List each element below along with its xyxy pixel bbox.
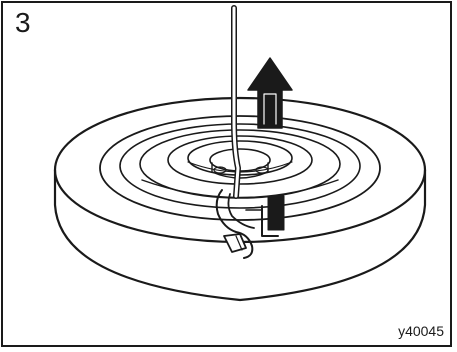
hook-icon bbox=[217, 190, 284, 258]
up-arrow-icon bbox=[248, 58, 292, 128]
tire-icon bbox=[55, 98, 425, 300]
cable-icon bbox=[234, 8, 238, 196]
